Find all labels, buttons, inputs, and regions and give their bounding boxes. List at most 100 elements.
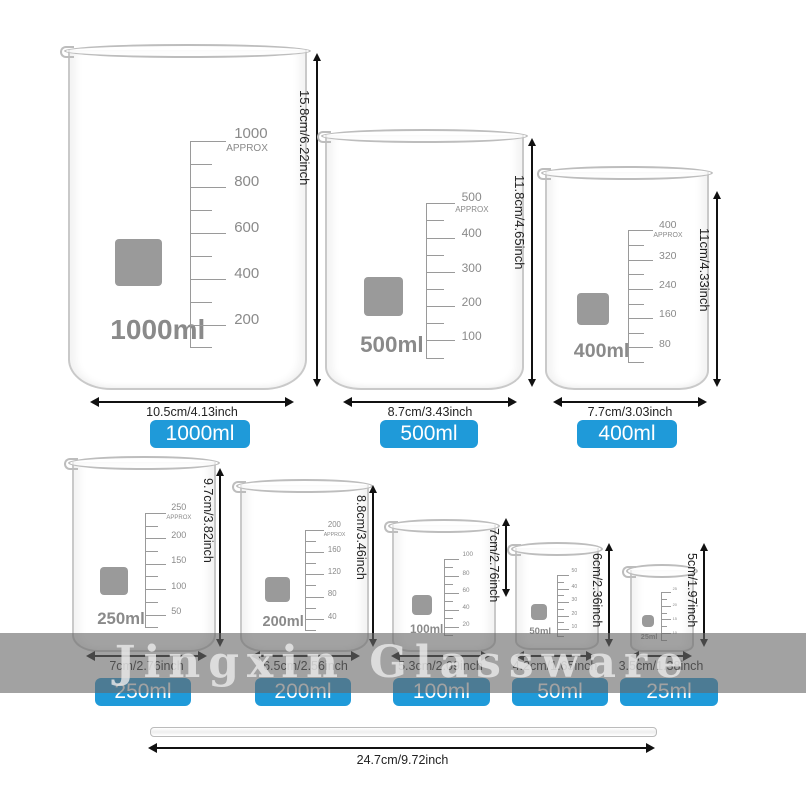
watermark-band [0,633,806,693]
graduation-label: 400 [659,218,677,231]
graduation-tick [661,626,667,628]
graduation-label: 80 [327,589,337,599]
beaker-rim [236,479,373,493]
graduation-tick [628,303,644,305]
graduation-label: 30 [571,597,578,604]
beaker-logo: 400ml [573,340,630,363]
graduation-tick [628,318,654,320]
rod-length-arrow [148,743,655,753]
height-label: 15.8cm/6.22inch [297,90,312,186]
graduation-tick [190,209,213,211]
beaker-400ml [537,166,713,390]
watermark-text: Jingxin Glassware [114,637,692,688]
graduation-scale [144,512,146,628]
marking-patch [265,577,290,603]
graduation-tick [661,598,667,600]
graduation-label: 200 [327,520,341,530]
graduation-tick [305,551,324,553]
graduation-label: 10 [571,624,578,631]
height-label: 9.7cm/3.82inch [201,478,215,563]
capacity-badge: 1000ml [150,420,250,448]
graduation-tick [426,271,456,273]
graduation-label: 80 [462,569,470,577]
graduation-tick [628,259,654,261]
graduation-label: 60 [462,586,470,594]
graduation-label: 50 [571,568,578,575]
graduation-label: 400 [461,226,482,241]
beaker-spout [622,566,636,578]
graduation-label: 200 [234,310,260,328]
graduation-label: 200 [461,294,482,309]
graduation-label: 100 [461,329,482,344]
width-arrow [553,397,707,407]
graduation-scale [661,591,663,641]
graduation-label: 20 [462,620,470,628]
graduation-tick [426,289,444,291]
graduation-tick [556,581,565,583]
approx-label: APPROX [323,531,346,538]
graduation-label: 120 [327,567,341,576]
graduation-label: 100 [462,550,473,558]
graduation-label: 160 [659,308,677,321]
graduation-tick [305,619,324,621]
graduation-tick [444,626,460,628]
graduation-scale [190,141,192,348]
beaker-spout [60,46,74,58]
beaker-logo: 1000ml [110,313,206,345]
graduation-tick [444,609,460,611]
marking-patch [642,614,654,627]
graduation-tick [190,278,227,280]
graduation-tick [444,618,454,620]
graduation-tick [556,588,569,590]
graduation-tick [628,332,644,334]
graduation-label: 300 [461,260,482,275]
approx-label: APPROX [455,205,489,215]
graduation-label: 500 [461,190,482,205]
graduation-label: 400 [234,264,260,282]
graduation-tick [444,558,460,560]
rod-length-label: 24.7cm/9.72inch [356,753,449,767]
approx-label: APPROX [653,232,683,240]
width-label: 7.7cm/3.03inch [587,405,673,419]
beaker-rim [64,44,311,58]
graduation-label: 10 [673,630,677,635]
graduation-tick [305,574,324,576]
height-label: 5cm/1.97inch [685,553,699,628]
graduation-label: 150 [171,555,187,566]
graduation-tick [426,340,456,342]
graduation-label: 80 [659,337,671,350]
height-arrow [216,468,224,647]
graduation-label: 25 [672,585,677,591]
graduation-tick [444,575,460,577]
beaker-rim [541,166,713,180]
capacity-badge: 400ml [577,420,677,448]
graduation-tick [144,512,167,514]
graduation-label: 20 [571,610,578,617]
graduation-tick [661,619,671,621]
height-label: 6cm/2.36inch [590,553,604,628]
graduation-tick [144,614,167,616]
graduation-tick [661,591,671,593]
graduation-label: 200 [171,529,187,540]
height-arrow [369,485,377,647]
beaker-spout [232,481,246,493]
graduation-scale [305,529,306,631]
graduation-tick [144,589,167,591]
graduation-label: 15 [672,615,677,621]
height-label: 7cm/2.76inch [487,528,501,603]
graduation-tick [444,567,454,569]
beaker-spout [317,131,331,143]
beaker-1000ml [60,44,311,390]
graduation-tick [190,324,227,326]
beaker-logo: 100ml [410,622,444,636]
capacity-badge: 500ml [380,420,478,448]
graduation-tick [305,607,317,609]
graduation-tick [628,288,654,290]
height-arrow [502,518,510,597]
approx-label: APPROX [226,143,268,155]
stirring-rod [150,727,657,737]
graduation-tick [628,230,654,232]
graduation-label: 250 [171,502,187,513]
graduation-scale [556,575,558,636]
